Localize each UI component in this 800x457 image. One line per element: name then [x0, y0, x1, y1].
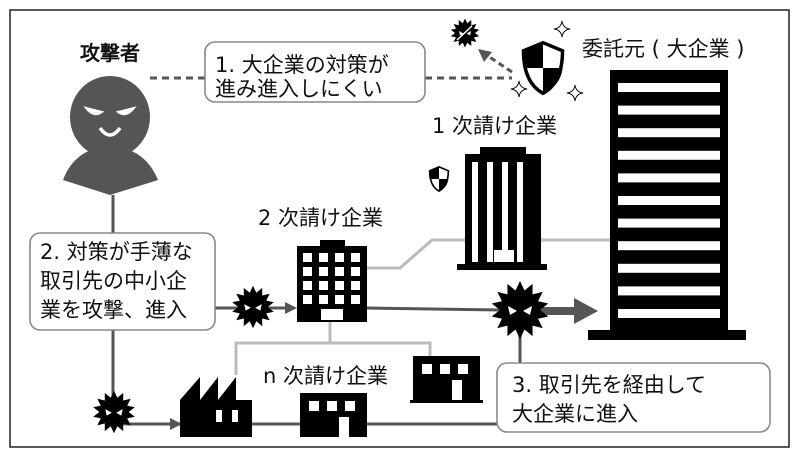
- step3-line2: 大企業に進入: [512, 402, 638, 426]
- connections: [111, 49, 610, 430]
- step3-callout: 3. 取引先を経由して 大企業に進入: [496, 362, 771, 433]
- building-window: [303, 267, 312, 276]
- arrowhead-tier2: [285, 302, 297, 314]
- building-stripe: [618, 105, 720, 115]
- building-window: [319, 295, 328, 304]
- attacker-body: [63, 146, 158, 195]
- building-window: [335, 295, 344, 304]
- attacker-eye-left: [83, 106, 105, 116]
- step3-line1: 3. 取引先を経由して: [512, 373, 706, 397]
- building-stripe: [618, 241, 720, 251]
- step2-line1: 2. 対策が手薄な: [40, 240, 193, 264]
- building-window: [351, 267, 360, 276]
- building-stripe: [618, 83, 720, 92]
- building-stripe: [618, 150, 720, 160]
- tierN-building-icon: [300, 393, 367, 437]
- arrowhead-client: [574, 298, 598, 324]
- step2-callout: 2. 対策が手薄な 取引先の中小企 業を攻撃、進入: [29, 232, 216, 331]
- building-stripe: [618, 128, 720, 138]
- tierN-building-icon: [410, 356, 483, 403]
- light-line-tree: [234, 341, 432, 375]
- building-window: [303, 281, 312, 290]
- attacker-figure: 攻撃者: [63, 41, 158, 195]
- attacker-eye-right: [115, 106, 137, 116]
- building-stripe: [618, 286, 720, 296]
- deflect-line: [487, 54, 513, 74]
- building-stripe: [618, 173, 720, 183]
- step2-line3: 業を攻撃、進入: [40, 298, 187, 322]
- tier1-building-icon: [457, 147, 547, 270]
- building-window: [319, 267, 328, 276]
- attacker-head: [70, 76, 150, 158]
- building-window: [351, 295, 360, 304]
- blocked-attack-burst-icon: [450, 18, 480, 48]
- attacker-smile: [98, 126, 122, 137]
- arrowhead-factory: [170, 418, 182, 430]
- building-window: [351, 253, 360, 262]
- step1-line1: 1. 大企業の対策が: [215, 53, 389, 77]
- deflect-arrowhead: [478, 49, 492, 62]
- tierN-label: n 次請け企業: [263, 364, 388, 388]
- tier2-building-icon: [297, 240, 367, 322]
- building-stripe: [618, 218, 720, 228]
- step1-line2: 進み進入しにくい: [215, 77, 383, 101]
- building-window: [303, 295, 312, 304]
- building-window: [303, 253, 312, 262]
- tier2-label: 2 次請け企業: [258, 206, 383, 230]
- step1-callout: 1. 大企業の対策が 進み進入しにくい: [204, 41, 426, 103]
- building-window: [319, 253, 328, 262]
- building-window: [335, 281, 344, 290]
- building-stripe: [618, 309, 720, 318]
- building-stripe: [618, 196, 720, 205]
- factory-icon: [180, 377, 252, 437]
- building-window: [319, 281, 328, 290]
- client-label: 委託元 ( 大企業 ): [582, 37, 744, 61]
- building-window: [351, 281, 360, 290]
- building-window: [335, 267, 344, 276]
- building-window: [335, 253, 344, 262]
- client-building-icon: [588, 70, 746, 340]
- attacker-label: 攻撃者: [80, 41, 140, 65]
- tier1-label: 1 次請け企業: [432, 114, 557, 138]
- building-stripe: [618, 263, 720, 273]
- step2-line2: 取引先の中小企: [40, 269, 187, 293]
